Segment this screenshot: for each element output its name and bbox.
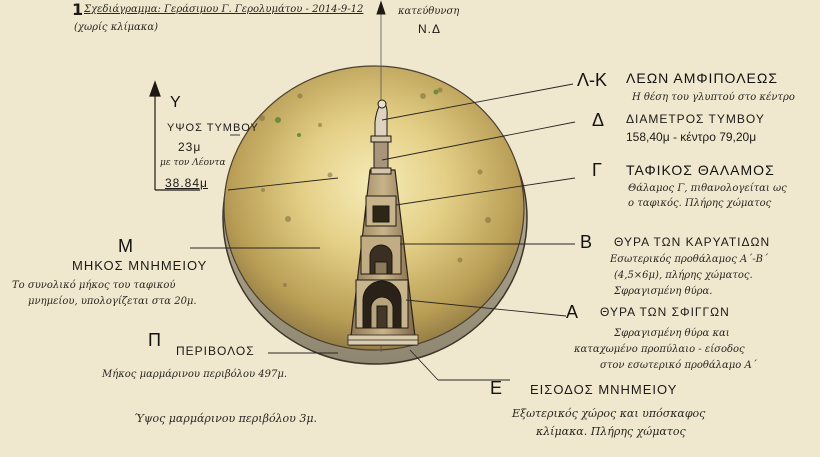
direction-arrow-icon [376,0,386,15]
label-m-desc1: Το συνολικό μήκος του ταφικού [12,280,176,291]
label-a-desc3: στον εσωτερικό προθάλαμο Α΄ [600,360,757,371]
label-lk-title: ΛΕΩΝ ΑΜΦΙΠΟΛΕΩΣ [626,70,778,86]
label-d-desc: 158,40μ - κέντρο 79,20μ [626,130,757,144]
lion-statue-icon [370,99,392,175]
mound-texture [259,87,491,287]
tomb-steps [347,334,419,346]
label-p-letter: Π [148,330,161,350]
mound-bushes [275,89,439,137]
header-title: Σχεδιάγραμμα: Γεράσιμου Γ. Γερολυμάτου -… [84,4,364,15]
direction-value: Ν.Δ [418,22,442,36]
label-e-letter: Ε [490,378,503,398]
label-m-title: ΜΗΚΟΣ ΜΝΗΜΕΙΟΥ [72,258,208,273]
label-d-title: ΔΙΑΜΕΤΡΟΣ ΤΥΜΒΟΥ [626,112,765,126]
height-title: ΥΨΟΣ ΤΥΜΒΟΥ [167,122,259,134]
label-b-desc2: (4,5×6μ), πλήρης χώματος. [614,270,753,281]
label-p-height-desc: Ύψος μαρμάρινου περιβόλου 3μ. [134,412,317,425]
label-e-title: ΕΙΣΟΔΟΣ ΜΝΗΜΕΙΟΥ [530,382,678,397]
label-m-letter: Μ [118,236,133,256]
label-lk-letter: Λ-Κ [577,70,608,90]
height-with-lion-value: 38.84μ [165,176,208,190]
up-arrow-icon [149,80,200,191]
label-p-desc: Μήκος μαρμάρινου περιβόλου 497μ. [102,369,288,380]
label-a-desc1: Σφραγισμένη θύρα και [614,328,730,339]
label-b-desc3: Σφραγισμένη θύρα. [614,286,713,297]
leader-lines [190,83,576,381]
direction-label: κατεύθυνση [398,6,460,17]
height-with-lion-label: με τον Λέοντα [160,158,226,168]
label-e-desc2: κλίμακα. Πλήρης χώματος [536,425,686,438]
height-value: 23μ [178,140,202,154]
label-d-letter: Δ [592,110,605,130]
tomb-chambers [355,195,409,329]
label-m-desc2: μνημείου, υπολογίζεται στα 20μ. [28,296,197,307]
height-axis-letter: Υ [170,94,181,111]
label-g-title: ΤΑΦΙΚΟΣ ΘΑΛΑΜΟΣ [626,162,775,178]
header-number: 1 [72,0,84,19]
label-b-letter: Β [580,232,593,252]
label-a-title: ΘΥΡΑ ΤΩΝ ΣΦΙΓΓΩΝ [600,305,730,319]
label-g-desc1: Θάλαμος Γ, πιθανολογείται ως [628,183,787,194]
label-a-desc2: καταχωμένο προπύλαιο - είσοδος [574,344,745,355]
label-lk-desc: Η θέση του γλυπτού στο κέντρο [632,92,795,103]
label-g-desc2: ο ταφικός. Πλήρης χώματος [628,198,772,209]
label-g-letter: Γ [592,160,602,180]
label-p-title: ΠΕΡΙΒΟΛΟΣ [176,344,255,358]
label-e-desc1: Εξωτερικός χώρος και υπόσκαφος [512,407,706,420]
label-b-desc1: Εσωτερικός προθάλαμος Α΄-Β΄ [610,254,768,265]
label-a-letter: Α [566,302,579,322]
header-subtitle: (χωρίς κλίμακα) [74,22,158,33]
label-b-title: ΘΥΡΑ ΤΩΝ ΚΑΡΥΑΤΙΔΩΝ [614,235,771,249]
